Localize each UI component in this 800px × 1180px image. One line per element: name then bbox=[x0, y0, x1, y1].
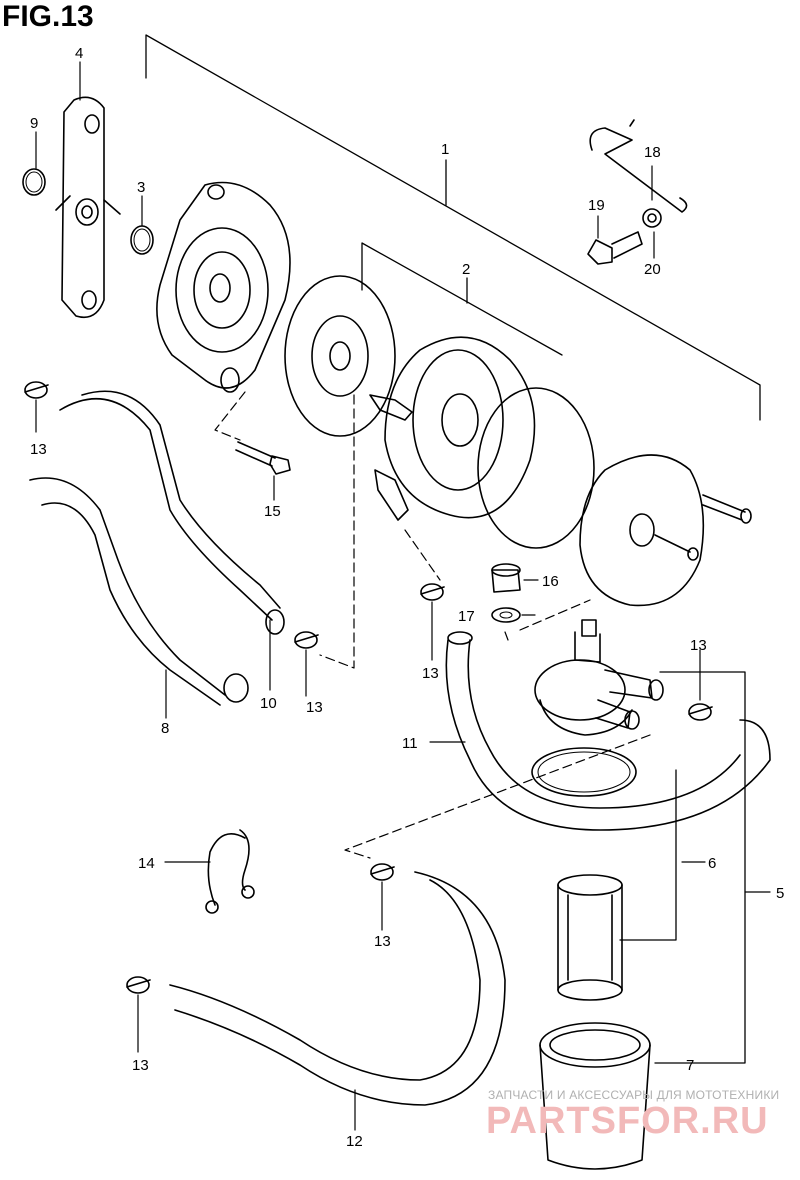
diaphragm-gasket bbox=[284, 275, 396, 437]
hose-clamps bbox=[24, 381, 713, 994]
pump-bottom-cover bbox=[579, 454, 705, 607]
washer-part-20 bbox=[642, 208, 662, 228]
callout-11: 11 bbox=[402, 735, 418, 752]
washer-part-17 bbox=[491, 607, 521, 623]
fuel-cock-part-5 bbox=[534, 619, 664, 736]
filter-screen bbox=[557, 874, 623, 1001]
pump-cover bbox=[156, 181, 291, 393]
callout-2: 2 bbox=[462, 261, 470, 278]
callout-4: 4 bbox=[75, 45, 83, 62]
callout-9: 9 bbox=[30, 115, 38, 132]
callout-15: 15 bbox=[264, 503, 281, 520]
o-ring-part-9 bbox=[22, 168, 46, 196]
watermark-brand: PARTSFOR.RU bbox=[486, 1100, 769, 1142]
callout-7: 7 bbox=[686, 1057, 694, 1074]
hose-part-11 bbox=[445, 631, 771, 831]
o-ring-part-6 bbox=[531, 747, 637, 797]
callout-5: 5 bbox=[776, 885, 784, 902]
watermark-tagline: ЗАПЧАСТИ И АКСЕССУАРЫ ДЛЯ МОТОТЕХНИКИ bbox=[488, 1088, 780, 1102]
pump-body-part-2 bbox=[369, 336, 536, 521]
callout-16: 16 bbox=[542, 573, 559, 590]
bolt-part-15 bbox=[235, 441, 291, 475]
callout-18: 18 bbox=[644, 144, 661, 161]
callout-12: 12 bbox=[346, 1133, 363, 1150]
callout-6: 6 bbox=[708, 855, 716, 872]
leader-lines bbox=[35, 61, 771, 1131]
hose-part-12 bbox=[169, 871, 506, 1106]
callout-19: 19 bbox=[588, 197, 605, 214]
callout-14: 14 bbox=[138, 855, 155, 872]
callout-10: 10 bbox=[260, 695, 277, 712]
assembly-dashed-lines bbox=[214, 391, 651, 859]
callout-20: 20 bbox=[644, 261, 661, 278]
callout-8: 8 bbox=[161, 720, 169, 737]
figure-title: FIG.13 bbox=[2, 0, 94, 33]
callout-13-lower: 13 bbox=[374, 933, 391, 950]
bolt-part-19 bbox=[587, 231, 643, 265]
callout-3: 3 bbox=[137, 179, 145, 196]
hose-part-10 bbox=[59, 390, 285, 635]
callout-13-right: 13 bbox=[690, 637, 707, 654]
callout-17: 17 bbox=[458, 608, 475, 625]
callout-13-bottom-left: 13 bbox=[132, 1057, 149, 1074]
bracket-lines bbox=[145, 34, 761, 1064]
callout-13-top-left: 13 bbox=[30, 441, 47, 458]
diaphragm-lower bbox=[477, 387, 595, 549]
clip-part-14 bbox=[205, 829, 255, 914]
callout-13-center-left: 13 bbox=[306, 699, 323, 716]
plate-part-4 bbox=[55, 96, 121, 319]
callout-1: 1 bbox=[441, 141, 449, 158]
callout-labels: 1 2 3 4 5 6 7 8 9 10 11 12 13 13 13 13 1… bbox=[30, 45, 784, 1150]
callout-13-center: 13 bbox=[422, 665, 439, 682]
hose-part-8 bbox=[29, 477, 249, 706]
spring-clip-part-18 bbox=[589, 119, 688, 213]
filter-cup-part-7 bbox=[539, 1022, 651, 1170]
nut-part-16 bbox=[491, 563, 521, 593]
screws bbox=[654, 494, 752, 561]
